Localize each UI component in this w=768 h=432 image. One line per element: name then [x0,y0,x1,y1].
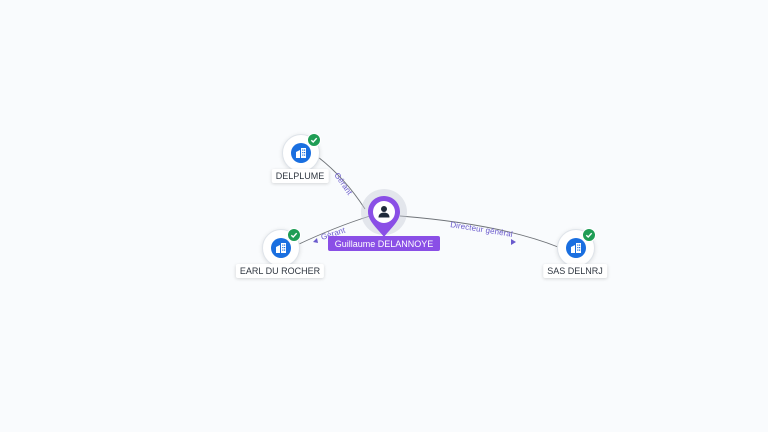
building-icon [271,238,291,258]
company-node-delplume[interactable]: DELPLUME [255,133,345,204]
check-icon [287,228,301,242]
edge-sas-delnrj [399,215,559,248]
arrow-sas-delnrj [511,239,516,245]
company-label: EARL DU ROCHER [235,264,325,278]
building-icon [566,238,586,258]
person-node[interactable] [366,195,402,239]
check-icon [307,133,321,147]
arrow-earl-du-rocher [313,238,318,243]
check-icon [582,228,596,242]
company-circle [282,133,321,172]
company-circle [557,228,596,267]
edge-delplume [317,156,366,210]
company-node-sas-delnrj[interactable]: SAS DELNRJ [530,228,620,299]
person-icon [378,206,390,218]
building-icon [291,143,311,163]
company-label: SAS DELNRJ [543,264,607,278]
company-node-earl-du-rocher[interactable]: EARL DU ROCHER [235,228,325,299]
edge-earl-du-rocher [296,215,371,246]
company-label: DELPLUME [271,169,329,183]
company-circle [262,228,301,267]
edge-label-sas-delnrj: Directeur général [450,220,514,239]
person-label[interactable]: Guillaume DELANNOYE [328,236,440,251]
